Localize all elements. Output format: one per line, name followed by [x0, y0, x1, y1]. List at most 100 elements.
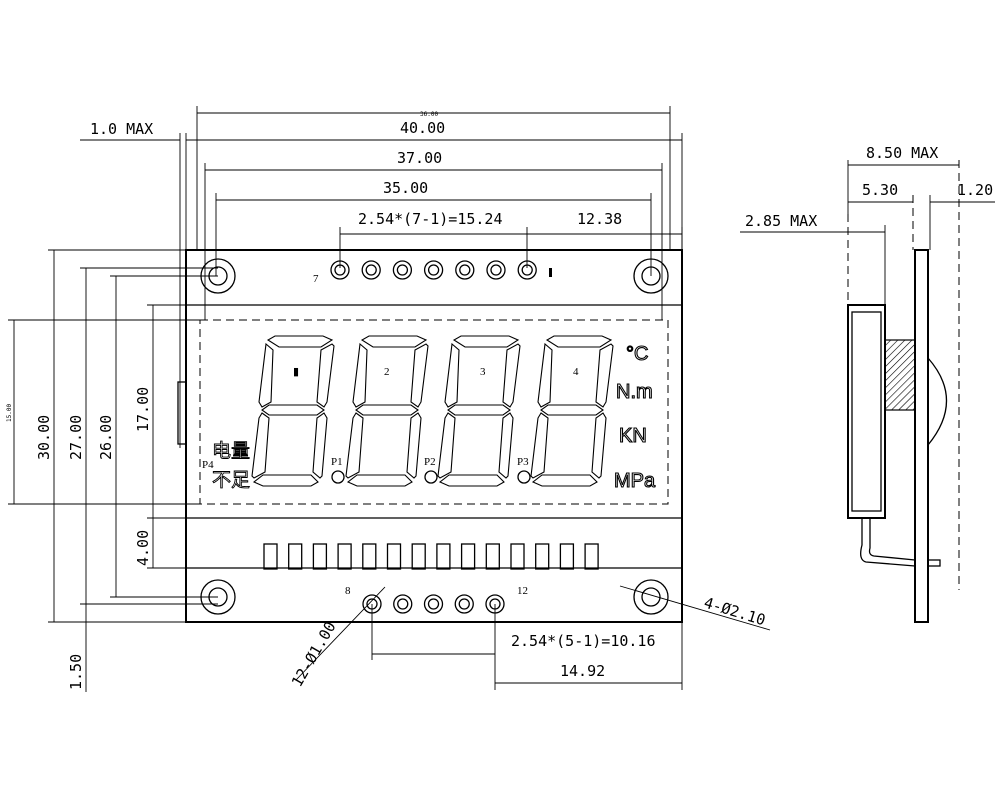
dim-15: 15.00: [6, 404, 13, 422]
side-glass: [847, 304, 886, 519]
seven-segment-digits: [251, 335, 614, 487]
segment: [537, 342, 553, 408]
connector-tooth: [460, 543, 476, 570]
connector-tooth: [535, 543, 550, 570]
connector-tooth: [584, 543, 599, 570]
bottom-pin: [454, 594, 474, 614]
pin1-marker: [549, 268, 552, 277]
connector-teeth: [263, 543, 599, 570]
dim-1-50: 1.50: [67, 654, 85, 690]
pin-label-12: 12: [517, 585, 528, 597]
connector-tooth: [312, 543, 328, 570]
dp-p3: [517, 470, 531, 484]
segment: [437, 412, 456, 479]
dim-14-92: 14.92: [560, 662, 605, 680]
segment: [360, 335, 428, 348]
left-notch: [177, 381, 187, 445]
top-pin: [392, 260, 413, 280]
digit-label-2: 2: [384, 366, 390, 378]
segment: [595, 343, 614, 408]
battery-label-bottom: 不足: [212, 469, 250, 491]
dim-40: 40.00: [400, 119, 445, 137]
digit-3: [437, 335, 521, 487]
connector-tooth: [337, 543, 352, 570]
segment: [266, 335, 334, 348]
segment: [438, 474, 505, 487]
segment: [410, 343, 429, 408]
bottom-pin: [393, 594, 413, 614]
segment: [502, 343, 521, 408]
top-pin: [455, 260, 475, 280]
segment: [261, 404, 325, 416]
dim-1-20: 1.20: [957, 181, 993, 199]
segment: [355, 404, 419, 416]
connector-tooth: [510, 543, 525, 570]
digit-2: [345, 335, 429, 487]
segment: [258, 342, 274, 408]
dp-p2: [424, 470, 438, 484]
segment: [352, 342, 368, 408]
p4-label: P4: [202, 459, 214, 471]
battery-label-top: 电量: [212, 440, 250, 462]
dp-label-p3: P3: [517, 456, 529, 468]
unit-celsius: °C: [626, 343, 648, 365]
dim-pitch-top: 2.54*(7-1)=15.24: [358, 210, 503, 228]
bottom-pin: [423, 594, 444, 614]
viewing-area: [199, 319, 669, 505]
connector-tooth: [559, 543, 575, 570]
mounting-hole-br: [633, 579, 669, 615]
dim-12-38: 12.38: [577, 210, 622, 228]
pin-label-8: 8: [345, 585, 351, 597]
dim-4: 4.00: [134, 530, 152, 566]
side-pcb: [914, 249, 929, 623]
digit-1: [251, 335, 335, 487]
connector-tooth: [263, 543, 278, 570]
top-pin-row: [330, 260, 537, 280]
dp-label-p1: P1: [331, 456, 343, 468]
dim-37: 37.00: [397, 149, 442, 167]
side-zebra: [884, 339, 916, 411]
side-component-curve: [927, 357, 947, 446]
segment: [345, 412, 364, 479]
digit-label-4: 4: [573, 366, 579, 378]
segment: [447, 404, 511, 416]
segment: [545, 335, 613, 348]
unit-kilonewton: KN: [619, 425, 647, 447]
segment: [252, 474, 319, 487]
connector-tooth: [288, 543, 303, 570]
side-view: 8.50 MAX 5.30 1.20 2.85 MAX: [740, 144, 995, 623]
digit-label-1: ▮: [293, 366, 299, 378]
segment: [452, 335, 520, 348]
dim-5-30: 5.30: [862, 181, 898, 199]
connector-tooth: [362, 543, 377, 570]
segment: [540, 404, 604, 416]
pin-label-7: 7: [313, 273, 319, 285]
left-dimensions: 30.00 27.00 26.00 17.00 4.00 15.00 1.50: [6, 249, 218, 692]
connector-tooth: [485, 543, 500, 570]
segment: [591, 412, 607, 479]
dim-2-85-max: 2.85 MAX: [745, 212, 817, 230]
segment: [312, 412, 328, 479]
unit-mpa: MPa: [614, 470, 656, 492]
dim-8-50-max: 8.50 MAX: [866, 144, 938, 162]
top-pin: [361, 260, 381, 280]
segment: [251, 412, 270, 479]
segment: [498, 412, 514, 479]
bottom-dimensions: 2.54*(5-1)=10.16 14.92 12-Ø1.00 4-Ø2.10: [288, 585, 771, 690]
top-pin: [486, 260, 506, 280]
dim-30: 30.00: [35, 415, 53, 460]
segment: [531, 474, 598, 487]
dp-p1: [331, 470, 345, 484]
connector-tooth: [386, 543, 402, 570]
segment: [406, 412, 422, 479]
connector-tooth: [436, 543, 451, 570]
dp-label-p2: P2: [424, 456, 436, 468]
dim-27: 27.00: [67, 415, 85, 460]
front-view: 7 8 12 ▮ 2 3 4 P1 P2 P3 P4 电量 不足 °C N.m …: [6, 106, 771, 692]
digit-label-3: 3: [480, 366, 486, 378]
dim-36: 36.00: [420, 111, 438, 118]
unit-newton-meter: N.m: [616, 381, 653, 403]
segment: [346, 474, 413, 487]
